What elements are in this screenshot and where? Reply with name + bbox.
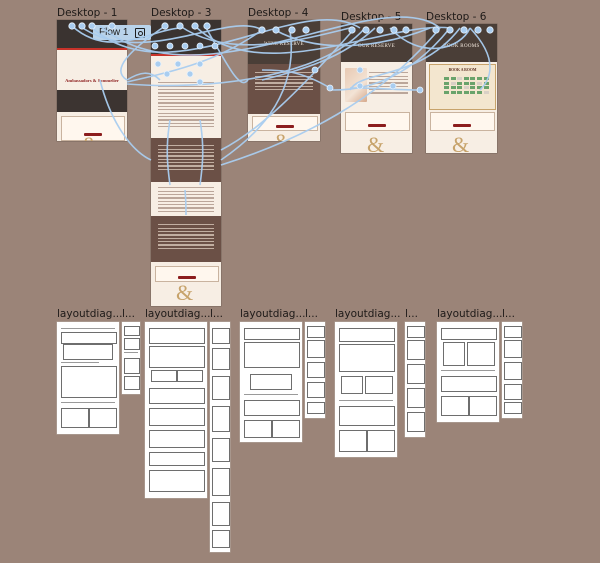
wireframe-label-5-small[interactable]: l... [502,308,515,320]
portrait-photo [345,68,367,102]
wireframe-label-1-small[interactable]: l... [122,308,135,320]
bio-text [369,70,408,96]
submit-button[interactable] [84,133,102,136]
hero-title: WINE RESERVE [264,42,304,47]
menu-list-2 [158,185,214,214]
wireframe-label-1[interactable]: layoutdiag... [57,308,123,320]
wireframe-label-3-small[interactable]: l... [305,308,318,320]
hero-image [151,20,221,54]
hero-image: OUR RESERVE [341,24,412,62]
hero-title: BOOK ROOMS [443,44,480,49]
wireframe-4[interactable] [335,322,397,457]
submit-button[interactable] [276,125,294,128]
submit-button[interactable] [368,124,386,127]
submit-button[interactable] [178,276,196,279]
wireframe-5-mobile[interactable] [502,322,522,418]
frame-desktop-3[interactable]: & [151,20,221,306]
menu-section-dark-1 [151,138,221,182]
gallery-strip [57,90,127,112]
intro-section [248,64,320,114]
ampersand-logo: & [367,132,385,154]
wireframe-label-5[interactable]: layoutdiag... [437,308,503,320]
wireframe-2[interactable] [145,322,207,498]
frame-desktop-4[interactable]: WINE RESERVE & [248,20,320,141]
availability-calendar[interactable] [444,77,489,94]
wireframe-label-4-small[interactable]: l... [405,308,418,320]
flow-link-icon [135,27,146,38]
flow-starting-point-tag[interactable]: Flow 1 [93,25,152,40]
submit-button[interactable] [453,124,471,127]
frame-label-desktop-3[interactable]: Desktop - 3 [151,7,212,19]
menu-list-1 [158,80,214,129]
ampersand-logo: & [274,131,291,142]
wireframe-label-3[interactable]: layoutdiag... [240,308,306,320]
hero-title: OUR RESERVE [358,44,395,49]
wireframe-5[interactable] [437,322,499,422]
frame-label-desktop-5[interactable]: Desktop - 5 [341,11,402,23]
frame-label-desktop-4[interactable]: Desktop - 4 [248,7,309,19]
hero-image: BOOK ROOMS [426,24,497,62]
wireframe-4-mobile[interactable] [405,322,425,437]
frame-desktop-5[interactable]: OUR RESERVE & [341,24,412,153]
reservation-card [155,266,219,282]
booking-title: BOOK A ROOM [448,68,477,72]
booking-panel: BOOK A ROOM [429,64,496,110]
wireframe-label-4[interactable]: layoutdiag... [335,308,401,320]
reservation-card [345,112,410,131]
wireframe-1-mobile[interactable] [122,322,140,394]
menu-section-dark-2 [151,216,221,262]
frame-label-desktop-1[interactable]: Desktop - 1 [57,7,118,19]
wireframe-2-mobile[interactable] [210,322,230,552]
reservation-card [430,112,495,131]
wireframe-label-2-small[interactable]: l... [210,308,223,320]
wireframe-1[interactable] [57,322,119,434]
nav-band [151,54,221,56]
wireframe-3[interactable] [240,322,302,442]
hero-image: WINE RESERVE [248,20,320,64]
ampersand-logo: & [176,280,194,305]
wireframe-3-mobile[interactable] [305,322,325,418]
wireframe-label-2[interactable]: layoutdiag... [145,308,211,320]
ampersand-logo: & [452,132,470,154]
nav-band [57,48,127,50]
frame-label-desktop-6[interactable]: Desktop - 6 [426,11,487,23]
ampersand-logo: & [82,134,99,142]
flow-label: Flow 1 [99,27,129,38]
hero-title: Ambassadors & Sommelier [65,78,119,83]
frame-desktop-6[interactable]: BOOK ROOMS BOOK A ROOM & [426,24,497,153]
